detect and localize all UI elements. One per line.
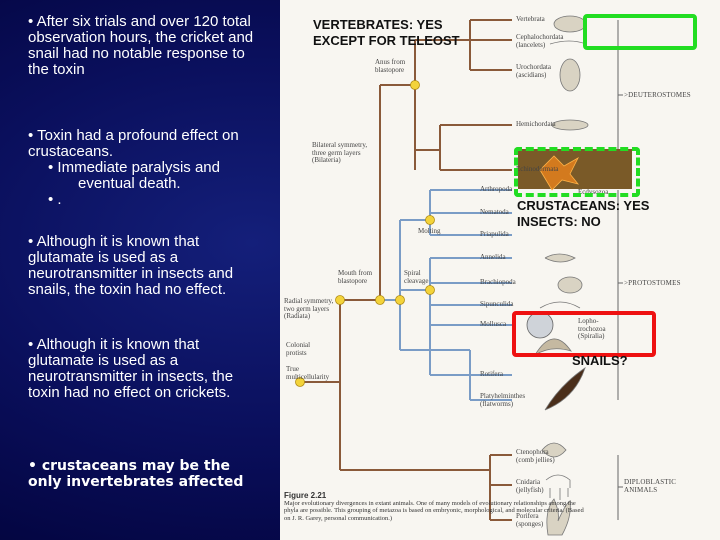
group-protostomes: >PROTOSTOMES (624, 279, 681, 287)
bullet-glutamate-snails-text: • Although it is known that glutamate is… (28, 233, 234, 298)
bullet-crustaceans: • Toxin had a profound effect on crustac… (28, 128, 268, 208)
node-label-ecdysozoa: Ecdysozoa (578, 188, 609, 196)
annelid-icon (544, 253, 576, 263)
bullet-glutamate-crickets: • Although it is known that glutamate is… (28, 337, 268, 401)
bracket-deuterostomes (617, 20, 623, 170)
ascidian-icon (559, 58, 581, 92)
hemichordate-icon (551, 119, 589, 131)
taxon-vertebrata: Vertebrata (516, 15, 545, 23)
vertebrata-highlight-box (583, 14, 697, 50)
bracket-diploblastic (617, 455, 623, 520)
node-spiral-cleavage (425, 285, 435, 295)
sub-bullet-paralysis: • Immediate paralysis and (48, 159, 220, 176)
figure-caption-text: Major evolutionary divergences in extant… (284, 499, 584, 522)
phylogenetic-tree-figure: Vertebrata Cephalochordata(lancelets) Ur… (280, 0, 720, 540)
flatworm-icon (544, 367, 586, 411)
taxon-arthropoda: Arthropoda (480, 185, 513, 193)
taxon-brachiopoda: Brachiopoda (480, 278, 516, 286)
crustacean-icon (539, 155, 580, 191)
callout-crustaceans-line1: CRUSTACEANS: YES (517, 198, 650, 213)
node-molting (425, 215, 435, 225)
taxon-ctenophora: Ctenophora(comb jellies) (516, 448, 555, 464)
bullet-trials: • After six trials and over 120 total ob… (28, 14, 268, 78)
callout-snails: SNAILS? (572, 353, 628, 368)
taxon-sipunculida: Sipunculida (480, 300, 514, 308)
callout-vertebrates: VERTEBRATES: YES EXCEPT FOR TELEOST (313, 17, 460, 49)
node-true-multicellularity (335, 295, 345, 305)
taxon-mollusca: Mollusca (480, 320, 507, 328)
node-label-lophotrochozoa: Lopho-trochozoa(Spiralia) (578, 317, 606, 340)
bullet-glutamate-snails: • Although it is known that glutamate is… (28, 234, 268, 298)
callout-crustaceans-line2: INSECTS: NO (517, 214, 601, 229)
taxon-nematoda: Nematoda (480, 208, 509, 216)
bullet-trials-text: • After six trials and over 120 total ob… (28, 13, 254, 78)
figure-caption: Figure 2.21 Major evolutionary divergenc… (284, 492, 584, 522)
taxon-urochordata: Urochordata(ascidians) (516, 63, 551, 79)
bracket-protostomes (617, 190, 623, 400)
sponge-icon (546, 498, 571, 536)
bullet-glutamate-crickets-text: • Although it is known that glutamate is… (28, 336, 234, 401)
callout-vertebrates-line2: EXCEPT FOR TELEOST (313, 33, 460, 48)
node-colonial-protists (295, 377, 305, 387)
sipunculid-icon (539, 301, 581, 309)
taxon-cnidaria: Cnidaria(jellyfish) (516, 478, 544, 494)
node-bilateria (375, 295, 385, 305)
taxon-platyhelminthes: Platyhelminthes(flatworms) (480, 392, 526, 408)
taxon-priapulida: Priapulida (480, 230, 509, 238)
ctenophore-icon (541, 442, 567, 458)
jellyfish-icon (545, 474, 571, 500)
rotifer-icon (534, 338, 572, 356)
brachiopod-icon (557, 276, 583, 294)
node-label-bilateral: Bilateral symmetry,three germ layers(Bil… (312, 141, 368, 164)
taxon-echinodermata: Echinodermata (516, 165, 559, 173)
taxon-rotifera: Rotifera (480, 370, 503, 378)
sub-bullet-empty: • . (48, 191, 62, 208)
node-protostomes (395, 295, 405, 305)
figure-caption-title: Figure 2.21 (284, 491, 327, 500)
node-label-molting: Molting (418, 227, 441, 235)
group-deuterostomes: >DEUTEROSTOMES (624, 91, 691, 99)
node-deuterostomes (410, 80, 420, 90)
callout-vertebrates-line1: VERTEBRATES: YES (313, 17, 443, 32)
taxon-annelida: Annelida (480, 253, 506, 261)
node-label-radial: Radial symmetry,two germ layers(Radiata) (284, 297, 334, 320)
taxon-cephalochordata: Cephalochordata(lancelets) (516, 33, 564, 49)
sub-bullet-paralysis-cont: eventual death. (78, 175, 181, 192)
callout-crustaceans: CRUSTACEANS: YES INSECTS: NO (517, 198, 649, 230)
bullet-only-invertebrates: • crustaceans may be the only invertebra… (28, 458, 268, 490)
bullet-crustaceans-text: • Toxin had a profound effect on crustac… (28, 127, 239, 160)
arthropoda-highlight-box (514, 147, 640, 197)
bullet-only-invertebrates-text: • crustaceans may be the only invertebra… (28, 458, 244, 490)
vertebrate-fish-icon (553, 15, 587, 33)
taxon-hemichordata: Hemichordata (516, 120, 556, 128)
taxon-porifera: Porifera(sponges) (516, 512, 544, 528)
tree-lines (295, 15, 632, 536)
mollusca-highlight-box (512, 311, 656, 357)
